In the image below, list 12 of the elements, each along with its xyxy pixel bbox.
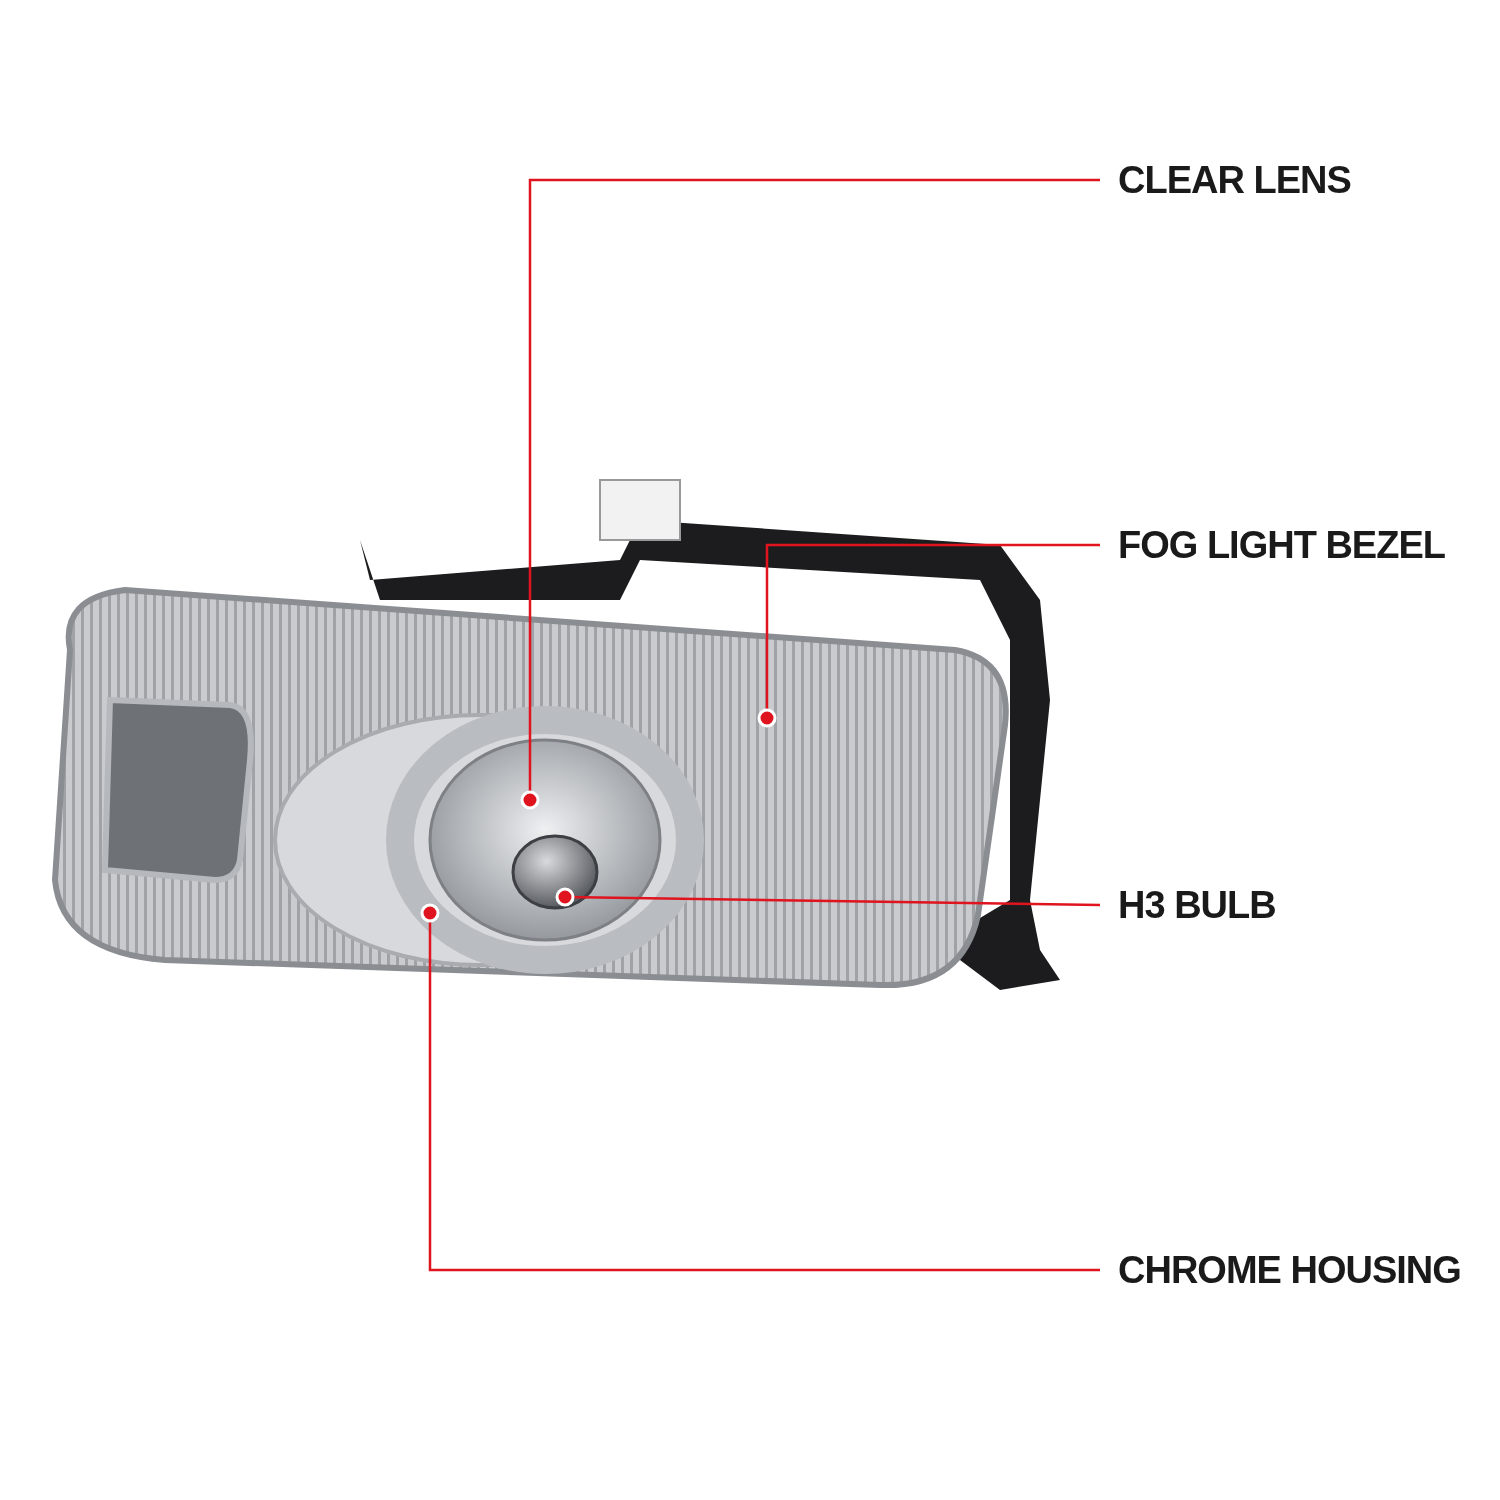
leader-line: [520, 178, 1100, 810]
callout-label: H3 BULB: [1118, 880, 1276, 930]
leader-line: [757, 543, 1100, 728]
bezel-panel-drawing: [52, 587, 1009, 988]
leader-line: [555, 887, 1100, 907]
callout-label: FOG LIGHT BEZEL: [1118, 520, 1445, 570]
bulb: [511, 834, 599, 910]
callout-label: CHROME HOUSING: [1118, 1245, 1461, 1295]
leader-line: [420, 903, 1100, 1272]
housing-ring: [386, 706, 704, 974]
callout-label: CLEAR LENS: [1118, 155, 1351, 205]
lens: [428, 738, 662, 942]
